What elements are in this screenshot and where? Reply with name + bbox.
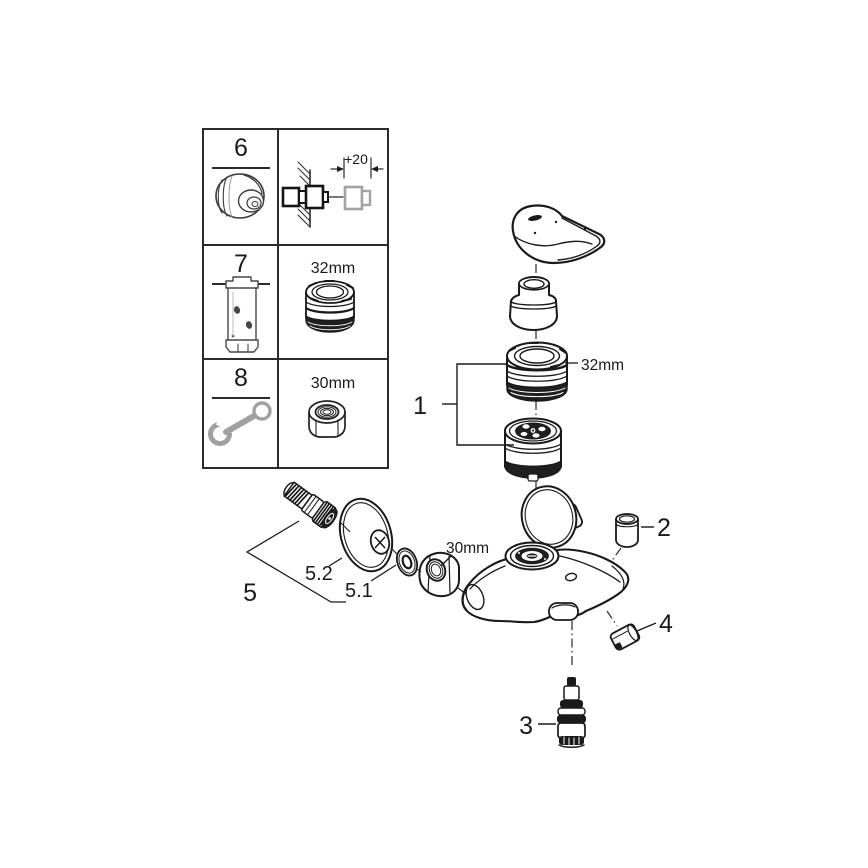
- body-back-disc: [520, 485, 578, 549]
- callout-1-bracket: [442, 363, 514, 446]
- callout-5-2-label: 5.2: [305, 563, 333, 585]
- body-cartridge-seat: [504, 541, 560, 571]
- union-nut-dim-leader: [440, 555, 452, 567]
- callout-3-label: 3: [519, 712, 533, 740]
- callout-2-label: 2: [657, 514, 671, 542]
- callout-1-label: 1: [413, 392, 427, 420]
- table-cell-item8-number: 8: [204, 360, 279, 467]
- item6-dimension-label: +20: [344, 151, 368, 167]
- union-nut-dimension-label: 30mm: [446, 540, 489, 557]
- open-end-wrench-icon: [208, 401, 272, 446]
- wall-extension-diagram-icon: [281, 157, 384, 228]
- cartridge-nut-32mm-icon: [304, 280, 356, 333]
- item7-dimension-label: 32mm: [310, 260, 356, 277]
- callout-5-label: 5: [243, 579, 257, 607]
- escutcheon-part-5-2: [338, 497, 394, 573]
- body-left-port: [465, 583, 485, 611]
- handle-logo-slot: [528, 215, 542, 221]
- callout-5-1-label: 5.1: [345, 580, 373, 602]
- item6-underline: [212, 167, 270, 169]
- faucet-body: [461, 485, 630, 624]
- mounting-sleeve-tool-icon: [225, 276, 259, 353]
- table-cell-item6-number: 6: [204, 130, 279, 246]
- parts-table: 6: [202, 128, 389, 469]
- item7-number-label: 7: [234, 250, 248, 278]
- item8-number-label: 8: [234, 364, 248, 392]
- axis-ticks: [340, 522, 467, 595]
- callout-5-leaders: [245, 520, 397, 603]
- lever-handle: [511, 204, 606, 265]
- plug-part-2: [615, 513, 639, 548]
- cartridge-nut-dimension-label: 32mm: [581, 357, 624, 374]
- item8-dimension-label: 30mm: [310, 375, 356, 392]
- union-nut-30mm-icon: [308, 400, 346, 438]
- union-nut-30mm: [418, 551, 460, 598]
- washer-part-5-1: [395, 547, 419, 577]
- item8-underline: [212, 397, 270, 399]
- eccentric-union-icon: [215, 173, 265, 219]
- callout-4-leader: [636, 622, 657, 632]
- body-spout-outlet: [548, 602, 579, 621]
- cartridge-nut-32mm: [505, 341, 569, 402]
- table-cell-item7-detail: 32mm: [279, 246, 387, 360]
- body-screw-hole: [564, 572, 578, 582]
- s-union-part-5: [283, 481, 338, 529]
- callout-4-label: 4: [659, 610, 673, 638]
- mousseur-part-4: [609, 623, 641, 651]
- diverter-part-3: [557, 677, 586, 748]
- table-cell-item8-detail: 30mm: [279, 360, 387, 467]
- handle-cap: [509, 276, 558, 331]
- cartridge: [504, 417, 562, 482]
- item6-number-label: 6: [234, 134, 248, 162]
- table-cell-item6-detail: +20: [279, 130, 387, 246]
- table-cell-item7-number: 7: [204, 246, 279, 360]
